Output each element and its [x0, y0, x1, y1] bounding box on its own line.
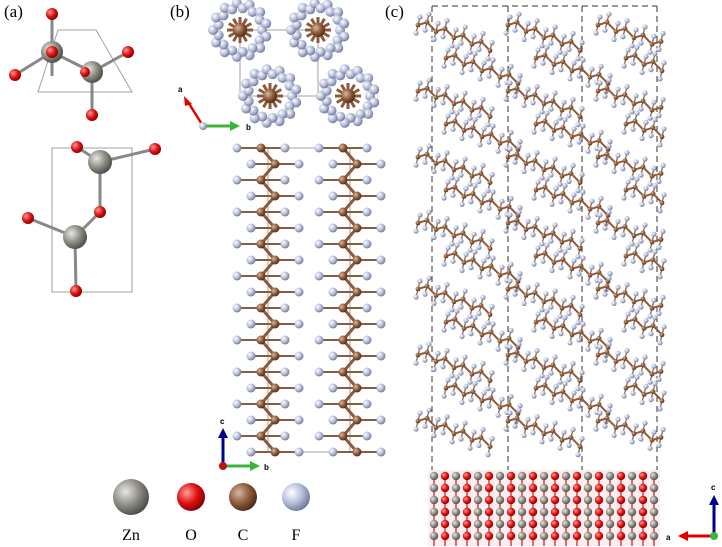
panel-label-a: (a): [4, 2, 23, 21]
axis-label-c-panel: c: [711, 483, 716, 492]
pfa-chain: [232, 143, 304, 457]
chain-molecule: [531, 308, 613, 359]
chain-molecule: [621, 308, 667, 346]
legend-label-c: C: [238, 527, 249, 544]
panel-c-axes: c a: [666, 483, 719, 542]
chain-molecule: [621, 242, 667, 280]
chain-molecule: [531, 44, 613, 95]
chain-molecule: [621, 176, 667, 214]
chain-molecule: [621, 44, 667, 82]
legend-swatch-o: [177, 483, 205, 511]
chain-molecule: [413, 143, 495, 194]
legend-item-c: C: [229, 483, 257, 544]
chain-molecule: [593, 407, 666, 451]
legend-label-f: F: [292, 527, 301, 544]
axis-label-b: b: [246, 123, 251, 132]
chain-molecule: [441, 308, 523, 359]
chain-molecule: [441, 176, 523, 227]
chain-molecule: [593, 275, 666, 319]
helix-end-view: [316, 64, 380, 128]
chain-molecule: [413, 341, 495, 392]
chain-molecule: [531, 242, 613, 293]
chain-molecule: [503, 275, 585, 326]
chain-molecule: [503, 209, 585, 260]
chain-molecule: [413, 209, 495, 260]
panel-b-side-view: [232, 143, 386, 457]
helix-end-view: [286, 0, 350, 62]
axis-label-a-panel: a: [666, 533, 671, 542]
chain-molecule: [531, 176, 613, 227]
panel-a-side-view: [22, 141, 161, 297]
helix-end-view: [238, 64, 302, 128]
panel-label-b: (b): [170, 2, 190, 21]
helix-end-view: [208, 0, 272, 62]
chain-molecule: [593, 143, 666, 187]
chain-molecule: [503, 407, 585, 458]
chain-molecule: [441, 44, 523, 95]
chain-molecule: [413, 275, 495, 326]
axis-label-a: a: [178, 85, 183, 94]
panel-a-top-view: [9, 8, 134, 121]
chain-molecule: [441, 242, 523, 293]
element-legend: Zn O C F: [113, 479, 310, 544]
chain-molecule: [441, 110, 523, 161]
axis-label-c: c: [220, 417, 225, 426]
chain-molecule: [441, 374, 523, 425]
legend-swatch-zn: [113, 479, 149, 515]
chain-molecule: [593, 77, 666, 121]
panel-b-top-axes: a b: [178, 85, 251, 132]
chain-molecule: [503, 11, 585, 62]
legend-item-o: O: [177, 483, 205, 544]
legend-item-zn: Zn: [113, 479, 149, 544]
legend-label-zn: Zn: [122, 527, 140, 544]
chain-molecule: [621, 374, 667, 412]
chain-molecule: [593, 341, 666, 385]
legend-swatch-f: [282, 483, 310, 511]
legend-swatch-c: [229, 483, 257, 511]
axis-label-b2: b: [264, 463, 269, 472]
chain-molecule: [413, 11, 495, 62]
chain-molecule: [593, 11, 666, 55]
chain-molecule: [413, 77, 495, 128]
pfa-chain: [314, 143, 386, 457]
panel-label-c: (c): [385, 2, 404, 21]
chain-molecule: [621, 110, 667, 148]
panel-c-chains: [413, 11, 667, 458]
panel-c-supercell: [431, 5, 658, 545]
chain-molecule: [503, 143, 585, 194]
chain-molecule: [413, 407, 495, 458]
chain-molecule: [503, 341, 585, 392]
panel-b-side-axes: c b: [218, 417, 269, 472]
chain-molecule: [503, 77, 585, 128]
chain-molecule: [531, 374, 613, 425]
chain-molecule: [593, 209, 666, 253]
legend-label-o: O: [185, 527, 197, 544]
panel-b-top-view: [208, 0, 380, 128]
legend-item-f: F: [282, 483, 310, 544]
panel-c-zno-slab: [428, 470, 660, 546]
chain-molecule: [531, 110, 613, 161]
